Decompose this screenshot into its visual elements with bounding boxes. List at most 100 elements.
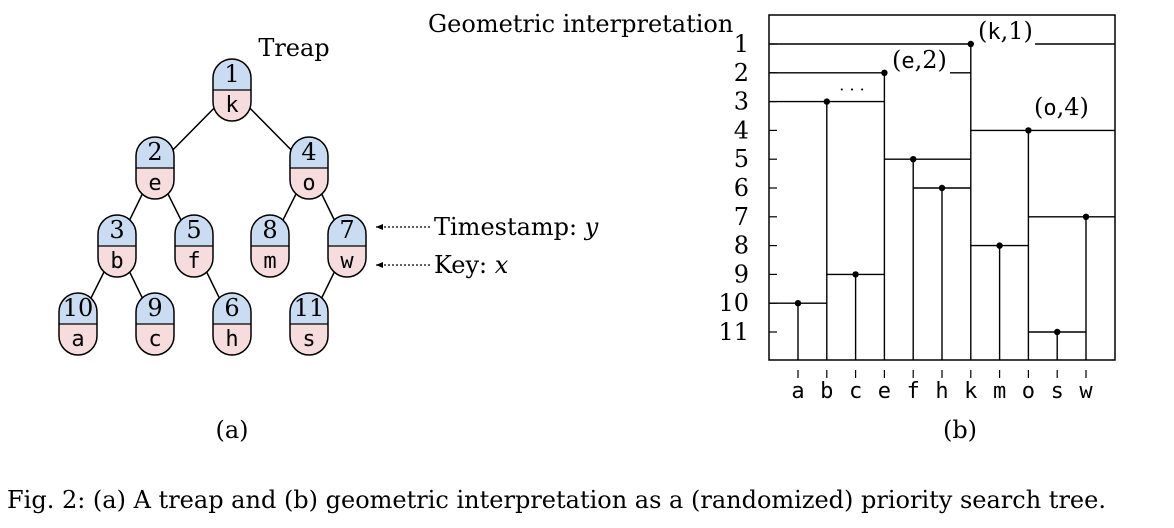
treap-node-m: 8m (250, 214, 290, 278)
key-half (328, 246, 366, 277)
y-tick-label: 2 (734, 59, 749, 87)
treap-node-s: 11s (289, 292, 329, 356)
node-key: b (110, 249, 123, 274)
node-key: a (71, 327, 84, 352)
timestamp-annotation-var: y (584, 213, 599, 241)
ellipsis: · · · (839, 80, 864, 99)
node-outline (174, 214, 214, 278)
x-key-label: f (907, 379, 920, 404)
timestamp-half (328, 215, 366, 246)
node-outline (58, 292, 98, 356)
y-tick-label: 7 (734, 203, 749, 231)
x-key-label: b (820, 379, 833, 404)
key-half (136, 324, 174, 355)
point-o (1025, 127, 1032, 134)
point-c (852, 271, 859, 278)
subfigure-label-b: (b) (943, 416, 977, 444)
node-timestamp: 2 (147, 138, 162, 166)
timestamp-half (136, 293, 174, 324)
node-timestamp: 1 (224, 60, 239, 88)
x-key-label: e (878, 379, 891, 404)
x-key-label: a (791, 379, 804, 404)
point-f (910, 156, 917, 163)
node-key: m (263, 249, 276, 274)
node-timestamp: 5 (186, 216, 201, 244)
key-annotation: Key: x (434, 251, 509, 279)
treap-node-f: 5f (174, 214, 214, 278)
x-key-label: h (935, 379, 948, 404)
timestamp-half (290, 293, 328, 324)
paren-open: ( (892, 46, 901, 74)
node-key: o (302, 171, 315, 196)
key-half (59, 324, 97, 355)
y-tick-label: 6 (734, 174, 749, 202)
y-tick-label: 1 (734, 30, 749, 58)
node-outline (212, 58, 252, 122)
node-outline (97, 214, 137, 278)
y-tick-label: 3 (734, 88, 749, 116)
point-label-value: ,2) (915, 46, 947, 74)
node-key: k (225, 93, 238, 118)
y-tick-label: 4 (734, 116, 749, 144)
node-timestamp: 8 (262, 216, 277, 244)
treap-node-a: 10a (58, 292, 98, 356)
point-label-k: (k,1) (978, 17, 1033, 45)
y-tick-label: 8 (734, 232, 749, 260)
treap-edges (77, 89, 348, 325)
key-half (213, 324, 251, 355)
node-timestamp: 4 (301, 138, 316, 166)
x-key-label: m (993, 379, 1006, 404)
timestamp-half (251, 215, 289, 246)
key-half (290, 324, 328, 355)
point-h (938, 184, 946, 192)
psp-points (794, 40, 1090, 336)
key-half (175, 246, 213, 277)
figure-caption: Fig. 2: (a) A treap and (b) geometric in… (7, 486, 1106, 514)
point-k (967, 40, 974, 48)
key-half (251, 246, 289, 277)
point-e (881, 69, 888, 77)
node-outline (212, 292, 252, 356)
node-key: f (187, 249, 200, 274)
node-outline (135, 292, 175, 356)
key-annotation-var: x (495, 251, 509, 279)
psp-point-labels: (k,1)(e,2)(o,4) (892, 17, 1089, 121)
node-key: w (340, 249, 354, 274)
y-tick-label: 9 (734, 260, 749, 288)
treap-node-c: 9c (135, 292, 175, 356)
timestamp-half (98, 215, 136, 246)
point-label-key: o (1043, 96, 1056, 121)
geometric-title: Geometric interpretation (428, 10, 733, 38)
timestamp-annotation: Timestamp: y (434, 213, 599, 241)
timestamp-half (136, 137, 174, 168)
timestamp-half (290, 137, 328, 168)
timestamp-half (213, 293, 251, 324)
paren-open: ( (978, 17, 987, 45)
point-label-e: (e,2) (892, 46, 947, 74)
subfigure-label-a: (a) (215, 416, 248, 444)
y-tick-label: 10 (718, 289, 749, 317)
treap-node-b: 3b (97, 214, 137, 278)
paren-open: ( (1034, 93, 1043, 121)
x-key-label: w (1079, 379, 1093, 404)
node-key: s (302, 327, 315, 352)
node-timestamp: 9 (147, 294, 162, 322)
treap-node-w: 7w (327, 214, 367, 278)
node-timestamp: 7 (339, 216, 354, 244)
point-label-value: ,4) (1057, 93, 1089, 121)
node-outline (135, 136, 175, 200)
y-tick-label: 11 (718, 318, 749, 346)
point-a (794, 300, 802, 307)
point-m (996, 242, 1003, 249)
node-outline (327, 214, 367, 278)
key-half (213, 90, 251, 121)
point-s (1054, 328, 1061, 336)
node-outline (250, 214, 290, 278)
key-half (290, 168, 328, 199)
timestamp-half (213, 59, 251, 90)
